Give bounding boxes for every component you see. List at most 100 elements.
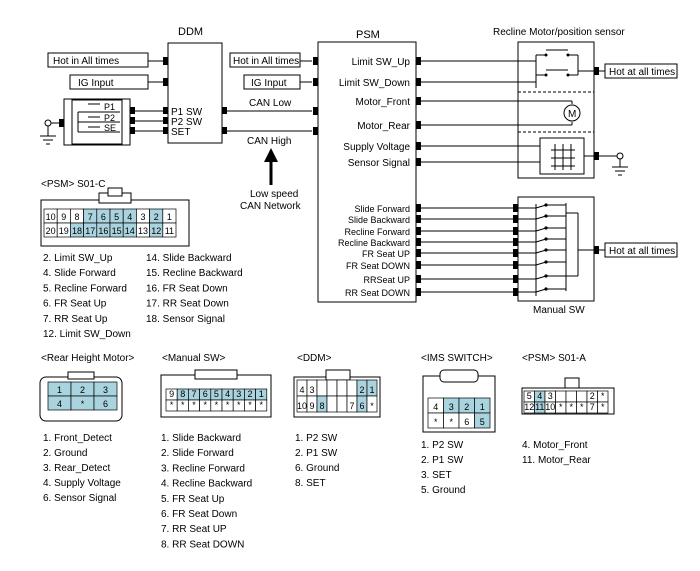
pin-list-item: 1. P2 SW xyxy=(295,433,338,444)
pin-number: * xyxy=(559,402,563,412)
pin-number: 5 xyxy=(114,212,119,222)
ig-input-1: IG Input xyxy=(78,78,114,89)
pin-number: 1 xyxy=(259,389,264,399)
psm-pin-label: RR Seat DOWN xyxy=(345,288,410,298)
pin-number: 7 xyxy=(590,402,595,412)
ims-p2-label: P2 xyxy=(104,113,115,123)
pin-list-item: 6. FR Seat Down xyxy=(161,509,237,520)
ddm-p1-label: P1 SW xyxy=(171,107,203,118)
low-speed-label: Low speed xyxy=(250,189,298,200)
pin-number: * xyxy=(259,400,263,410)
pin-number: 7 xyxy=(191,389,196,399)
can-low-label: CAN Low xyxy=(249,98,292,109)
pin-list-item: 3. Rear_Detect xyxy=(43,463,110,474)
pin-number: 8 xyxy=(319,401,324,411)
pin-list-item: 2. P1 SW xyxy=(421,455,464,466)
pin-number: 9 xyxy=(61,212,66,222)
pin-number: 4 xyxy=(225,389,230,399)
pin-number: * xyxy=(449,417,453,427)
pin-number: 17 xyxy=(85,226,95,236)
pin-number: 8 xyxy=(180,389,185,399)
pin-list-item: 5. Ground xyxy=(421,485,465,496)
pin-list-item: 6. FR Seat Up xyxy=(43,299,107,310)
pin-list-item: 4. Recline Backward xyxy=(161,479,252,490)
pin-number: * xyxy=(370,401,374,411)
pin-list-item: 11. Motor_Rear xyxy=(522,455,591,466)
pin-number: 6 xyxy=(103,399,108,409)
pin-number: 6 xyxy=(464,417,469,427)
motor-icon xyxy=(563,104,581,122)
pin-number: * xyxy=(170,400,174,410)
pin-list-item: 7. RR Seat Up xyxy=(43,314,108,325)
s01c-title: <PSM> S01-C xyxy=(41,179,105,190)
position-sensor xyxy=(539,137,585,175)
psm-pin-label: Slide Forward xyxy=(354,204,410,214)
pin-list-item: 4. Motor_Front xyxy=(522,440,588,451)
pin-number: 6 xyxy=(359,401,364,411)
pin-list-item: 14. Slide Backward xyxy=(146,253,232,264)
pin-number: 1 xyxy=(480,402,485,412)
psm-pin-label: FR Seat DOWN xyxy=(346,261,410,271)
pin-number: 1 xyxy=(369,385,374,395)
pin-number: 2 xyxy=(80,385,85,395)
pin-number: * xyxy=(192,400,196,410)
pin-number: * xyxy=(81,399,85,409)
pin-number: 4 xyxy=(299,385,304,395)
pin-number: 1 xyxy=(167,212,172,222)
pin-list-item: 16. FR Seat Down xyxy=(146,283,228,294)
psm-pin-label: Motor_Front xyxy=(356,97,411,108)
psm-module xyxy=(317,41,417,303)
pin-number: 3 xyxy=(449,402,454,412)
pin-number: 2 xyxy=(247,389,252,399)
pin-number: 3 xyxy=(309,385,314,395)
pin-number: 16 xyxy=(98,226,108,236)
ddm-title: DDM xyxy=(178,26,203,38)
pin-list-item: 3. SET xyxy=(421,470,452,481)
pin-number: 4 xyxy=(127,212,132,222)
pin-number: 2 xyxy=(154,212,159,222)
pin-number: 9 xyxy=(309,401,314,411)
hot-at-all-times-2: Hot at all times xyxy=(609,246,675,257)
pin-list-item: 2. Ground xyxy=(43,448,87,459)
pin-number: 10 xyxy=(46,212,56,222)
manual-sw-title: Manual SW xyxy=(533,305,585,316)
pin-number: 6 xyxy=(101,212,106,222)
pin-number: * xyxy=(248,400,252,410)
pin-number: 4 xyxy=(57,399,62,409)
psm-pin-label: Recline Backward xyxy=(338,238,410,248)
pin-number: 3 xyxy=(548,391,553,401)
pin-number: 2 xyxy=(590,391,595,401)
hot-all-times-box-2 xyxy=(229,52,301,68)
motor-symbol: M xyxy=(568,109,576,120)
pin-number: 18 xyxy=(72,226,82,236)
pin-number: 11 xyxy=(535,402,544,412)
pin-number: 7 xyxy=(349,401,354,411)
pin-list-item: 17. RR Seat Down xyxy=(146,299,229,310)
pin-list-item: 8. SET xyxy=(295,478,326,489)
rear-height-title: <Rear Height Motor> xyxy=(41,353,135,364)
pin-number: * xyxy=(215,400,219,410)
pin-number: 20 xyxy=(46,226,56,236)
pin-number: 7 xyxy=(88,212,93,222)
arrow-up-icon xyxy=(264,148,278,185)
psm-title: PSM xyxy=(356,29,380,41)
can-network-label: CAN Network xyxy=(240,201,302,212)
pin-list-item: 1. Slide Backward xyxy=(161,433,241,444)
pin-list-item: 4. Supply Voltage xyxy=(43,478,121,489)
can-high-label: CAN High xyxy=(247,136,291,147)
pin-list-item: 12. Limit SW_Down xyxy=(43,329,131,340)
pin-number: 8 xyxy=(74,212,79,222)
ground-icon xyxy=(40,119,59,145)
recline-motor-title: Recline Motor/position sensor xyxy=(493,27,625,38)
ddm-module xyxy=(167,42,223,144)
pin-number: 19 xyxy=(59,226,69,236)
ddm-conn-title: <DDM> xyxy=(297,353,332,364)
hot-at-all-times-box-2 xyxy=(604,242,678,258)
hot-at-all-times-1: Hot at all times xyxy=(609,67,675,78)
s01a-title: <PSM> S01-A xyxy=(522,353,586,364)
pin-list-item: 2. P1 SW xyxy=(295,448,338,459)
